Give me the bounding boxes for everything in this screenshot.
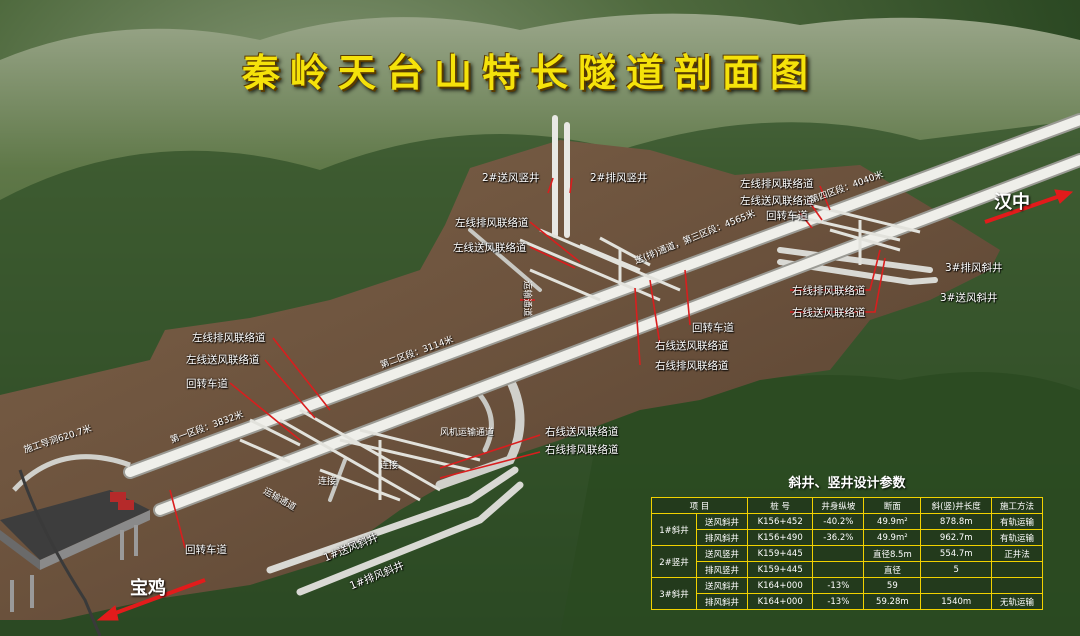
header-section: 断面 xyxy=(863,497,922,514)
label-right-supply-conn-a: 右线送风联络道 xyxy=(655,340,729,352)
label-connect-a: 连接 xyxy=(318,477,337,487)
table-cell: 送风斜井 xyxy=(696,577,748,594)
table-cell: 有轨运输 xyxy=(991,529,1043,546)
label-left-supply-conn-b: 左线送风联络道 xyxy=(740,195,814,207)
table-cell: K164+000 xyxy=(746,577,814,594)
table-cell xyxy=(991,561,1043,578)
label-left-exhaust-conn-c: 左线排风联络道 xyxy=(192,332,266,344)
label-turnaround-a: 回转车道 xyxy=(766,210,808,222)
table-cell: 送风斜井 xyxy=(696,513,748,530)
table-cell: -40.2% xyxy=(812,513,865,530)
header-length: 斜(竖)井长度 xyxy=(920,497,993,514)
label-shaft2-exhaust: 2#排风竖井 xyxy=(590,172,648,184)
table-cell: -13% xyxy=(812,577,865,594)
parameter-table: 项 目 桩 号 井身纵坡 断面 斜(竖)井长度 施工方法 1#斜井 送风斜井 K… xyxy=(650,497,1043,610)
table-cell: 878.8m xyxy=(920,513,993,530)
label-connect-b: 连接 xyxy=(380,461,399,471)
table-cell: 962.7m xyxy=(920,529,993,546)
label-shaft2-supply: 2#送风竖井 xyxy=(482,172,540,184)
header-station: 桩 号 xyxy=(746,497,814,514)
label-right-exhaust-conn-a: 右线排风联络道 xyxy=(655,360,729,372)
label-right-supply-conn-c: 右线送风联络道 xyxy=(545,426,619,438)
label-right-supply-conn-b: 右线送风联络道 xyxy=(792,307,866,319)
table-cell: K156+490 xyxy=(746,529,814,546)
direction-arrows xyxy=(96,189,1074,621)
table-cell: -13% xyxy=(812,593,865,610)
label-transport-tunnel: 运输通道 xyxy=(521,280,532,317)
table-cell: 5 xyxy=(920,561,993,578)
label-right-exhaust-conn-b: 右线排风联络道 xyxy=(792,285,866,297)
table-cell: 59 xyxy=(863,577,922,594)
header-slope: 井身纵坡 xyxy=(812,497,865,514)
table-cell: 554.7m xyxy=(920,545,993,562)
table-cell: 正井法 xyxy=(991,545,1043,562)
label-turnaround-c: 回转车道 xyxy=(692,322,734,334)
table-row: 2#竖井 送风竖井 K159+445 直径8.5m 554.7m 正井法 xyxy=(650,545,1043,578)
ventilation-grids xyxy=(239,203,921,502)
label-incline3-supply: 3#送风斜井 xyxy=(940,292,998,304)
city-label-east: 汉中 xyxy=(994,192,1030,213)
table-title: 斜井、竖井设计参数 xyxy=(788,476,906,491)
table-cell: 送风竖井 xyxy=(696,545,748,562)
group-name: 2#竖井 xyxy=(650,545,698,578)
table-row: 1#斜井 送风斜井 K156+452 -40.2% 49.9m² 878.8m … xyxy=(650,513,1043,546)
table-cell: K156+452 xyxy=(746,513,814,530)
label-left-exhaust-conn-a: 左线排风联络道 xyxy=(455,217,529,229)
label-right-exhaust-conn-c: 右线排风联络道 xyxy=(545,444,619,456)
label-left-supply-conn-c: 左线送风联络道 xyxy=(186,354,260,366)
table-cell: 排风竖井 xyxy=(696,561,748,578)
table-row: 排风斜井 K164+000 -13% 59.28m 1540m 无轨运输 xyxy=(652,593,1043,610)
table-cell: 49.9m² xyxy=(863,513,922,530)
label-left-exhaust-conn-b: 左线排风联络道 xyxy=(740,178,814,190)
label-incline3-exhaust: 3#排风斜井 xyxy=(945,262,1003,274)
table-row: 3#斜井 送风斜井 K164+000 -13% 59 xyxy=(650,577,1043,610)
table-cell: 有轨运输 xyxy=(991,513,1043,530)
table-cell: 排风斜井 xyxy=(696,529,748,546)
table-cell: 1540m xyxy=(920,593,993,610)
table-cell xyxy=(812,545,865,562)
west-portal xyxy=(0,454,150,636)
table-row: 排风斜井 K156+490 -36.2% 49.9m² 962.7m 有轨运输 xyxy=(652,529,1043,546)
table-cell: 59.28m xyxy=(863,593,922,610)
diagram-title: 秦岭天台山特长隧道剖面图 xyxy=(241,50,818,95)
table-cell: K164+000 xyxy=(746,593,814,610)
table-header-row: 项 目 桩 号 井身纵坡 断面 斜(竖)井长度 施工方法 xyxy=(651,497,1043,514)
city-label-west: 宝鸡 xyxy=(130,578,166,599)
table-cell: 直径 xyxy=(863,561,922,578)
table-cell: 排风斜井 xyxy=(696,593,748,610)
group-name: 1#斜井 xyxy=(650,513,698,546)
shafts-and-inclines xyxy=(266,115,938,596)
group-name: 3#斜井 xyxy=(650,577,698,610)
label-fan-transport: 风机运输通道 xyxy=(440,428,495,438)
main-tunnels xyxy=(123,113,1080,517)
label-turnaround-d: 回转车道 xyxy=(185,544,227,556)
design-parameter-table: 斜井、竖井设计参数 项 目 桩 号 井身纵坡 断面 斜(竖)井长度 施工方法 1… xyxy=(650,472,1043,610)
table-row: 排风竖井 K159+445 直径 5 xyxy=(652,561,1043,578)
table-cell xyxy=(812,561,865,578)
label-turnaround-b: 回转车道 xyxy=(186,378,228,390)
table-cell: K159+445 xyxy=(746,545,814,562)
header-item: 项 目 xyxy=(651,497,748,514)
table-cell: 49.9m² xyxy=(863,529,922,546)
table-cell: -36.2% xyxy=(812,529,865,546)
table-cell xyxy=(991,577,1043,594)
label-left-supply-conn-a: 左线送风联络道 xyxy=(453,242,527,254)
table-cell: K159+445 xyxy=(746,561,814,578)
table-cell: 无轨运输 xyxy=(991,593,1043,610)
header-method: 施工方法 xyxy=(991,497,1043,514)
table-cell xyxy=(920,577,993,594)
table-cell: 直径8.5m xyxy=(863,545,922,562)
leader-lines xyxy=(169,177,886,549)
